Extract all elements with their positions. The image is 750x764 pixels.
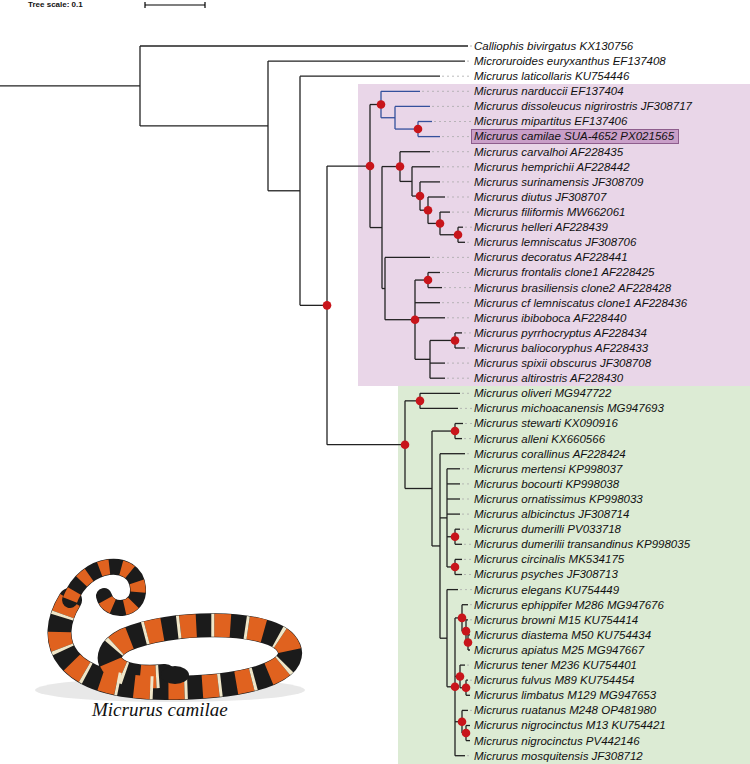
branch-line [268, 190, 300, 191]
taxon-label: Micrurus fulvus M89 KU754454 [474, 673, 634, 687]
clade-band: Micrurus narduccii EF137404Micrurus diss… [358, 84, 750, 386]
taxon-label: Micrurus browni M15 KU754414 [474, 613, 638, 627]
taxon-label: Micrurus ornatissimus KP998033 [474, 492, 643, 506]
taxon-label: Micrurus hemprichii AF228442 [474, 160, 630, 174]
branch-line [139, 46, 140, 126]
snake-tail-bands [70, 567, 138, 608]
taxon-label: Micrurus ephippifer M286 MG947676 [474, 598, 664, 612]
taxon-label: Micrurus corallinus AF228424 [474, 447, 626, 461]
taxon-label: Micrurus alleni KX660566 [474, 432, 605, 446]
taxon-label: Micrurus narduccii EF137404 [474, 84, 624, 98]
outgroup-label: Microruroides euryxanthus EF137408 [474, 54, 666, 68]
taxon-label: Micrurus diastema M50 KU754434 [474, 628, 651, 642]
taxon-label: Micrurus helleri AF228439 [474, 220, 608, 234]
taxon-label: Micrurus stewarti KX090916 [474, 416, 618, 430]
support-dot [323, 301, 332, 310]
branch-line [140, 125, 268, 126]
taxon-label: Micrurus bocourti KP998038 [474, 477, 619, 491]
taxon-label: Micrurus pyrrhocryptus AF228434 [474, 326, 647, 340]
taxon-label: Micrurus ruatanus M248 OP481980 [474, 703, 656, 717]
scale-tick [204, 2, 205, 8]
branch-line [140, 45, 468, 46]
branch-line [299, 76, 300, 305]
outgroup-label: Micrurus laticollaris KU754446 [474, 69, 629, 83]
branch-line [0, 85, 140, 86]
taxon-label: Micrurus camilae SUA-4652 PX021565 [474, 130, 674, 143]
taxon-label: Micrurus mertensi KP998037 [474, 462, 622, 476]
taxon-label: Micrurus carvalhoi AF228435 [474, 145, 623, 159]
taxon-label: Micrurus spixii obscurus JF308708 [474, 356, 651, 370]
branch-line [267, 61, 268, 191]
taxon-label: Micrurus ibiboboca AF228440 [474, 311, 626, 325]
taxon-label: Micrurus altirostris AF228430 [474, 371, 623, 385]
taxon-label: Micrurus circinalis MK534175 [474, 552, 624, 566]
snake-red-bands [59, 600, 290, 688]
taxon-label: Micrurus surinamensis JF308709 [474, 175, 643, 189]
branch-line [300, 305, 327, 306]
taxon-label: Micrurus mipartitus EF137406 [474, 114, 627, 128]
snake-tail [70, 567, 138, 608]
leader-line [442, 76, 472, 77]
scale-tick [144, 2, 145, 8]
taxon-label: Micrurus psyches JF308713 [474, 567, 618, 581]
taxon-label: Micrurus diutus JF308707 [474, 190, 606, 204]
clade-band: Micrurus oliveri MG947722Micrurus michoa… [398, 386, 750, 764]
snake-pale-rings [59, 600, 290, 688]
taxon-label: Micrurus dumerilii transandinus KP998035 [474, 537, 690, 551]
leader-line [470, 46, 472, 47]
taxon-label: Micrurus elegans KU754449 [474, 583, 619, 597]
taxon-label: Micrurus frontalis clone1 AF228425 [474, 265, 654, 279]
outgroup-label: Calliophis bivirgatus KX130756 [474, 39, 633, 53]
branch-line [300, 76, 440, 77]
scale-line [145, 4, 205, 5]
snake-body [59, 600, 290, 688]
taxon-label: Micrurus nigrocinctus M13 KU754421 [474, 718, 666, 732]
branch-line [268, 60, 465, 61]
snake-illustration [35, 567, 305, 702]
taxon-label: Micrurus limbatus M129 MG947653 [474, 688, 656, 702]
taxon-label: Micrurus oliveri MG947722 [474, 386, 611, 400]
taxon-label: Micrurus tener M236 KU754401 [474, 658, 637, 672]
taxon-label: Micrurus brasiliensis clone2 AF228428 [474, 281, 671, 295]
taxon-label: Micrurus albicinctus JF308714 [474, 507, 629, 521]
highlight-box: Micrurus camilae SUA-4652 PX021565 [471, 129, 679, 144]
taxon-label: Micrurus dissoleucus nigrirostris JF3087… [474, 99, 692, 113]
leader-line [467, 61, 472, 62]
taxon-label: Micrurus cf lemniscatus clone1 AF228436 [474, 296, 687, 310]
taxon-label: Micrurus michoacanensis MG947693 [474, 401, 664, 415]
taxon-label: Micrurus mosquitensis JF308712 [474, 749, 643, 763]
taxon-label: Micrurus lemniscatus JF308706 [474, 235, 636, 249]
taxon-label: Micrurus decoratus AF228441 [474, 250, 628, 264]
branch-line [326, 166, 327, 445]
tree-scale-bar [145, 2, 205, 8]
scale-label: Tree scale: 0.1 [28, 0, 83, 10]
snake-head [161, 666, 189, 684]
illustration-caption: Micrurus camilae [92, 698, 228, 721]
taxon-label: Micrurus dumerilli PV033718 [474, 522, 621, 536]
taxon-label: Micrurus nigrocinctus PV442146 [474, 734, 640, 748]
taxon-label: Micrurus apiatus M25 MG947667 [474, 643, 644, 657]
taxon-label: Micrurus filiformis MW662061 [474, 205, 625, 219]
branch-line [327, 444, 405, 445]
taxon-label: Micrurus baliocoryphus AF228433 [474, 341, 648, 355]
